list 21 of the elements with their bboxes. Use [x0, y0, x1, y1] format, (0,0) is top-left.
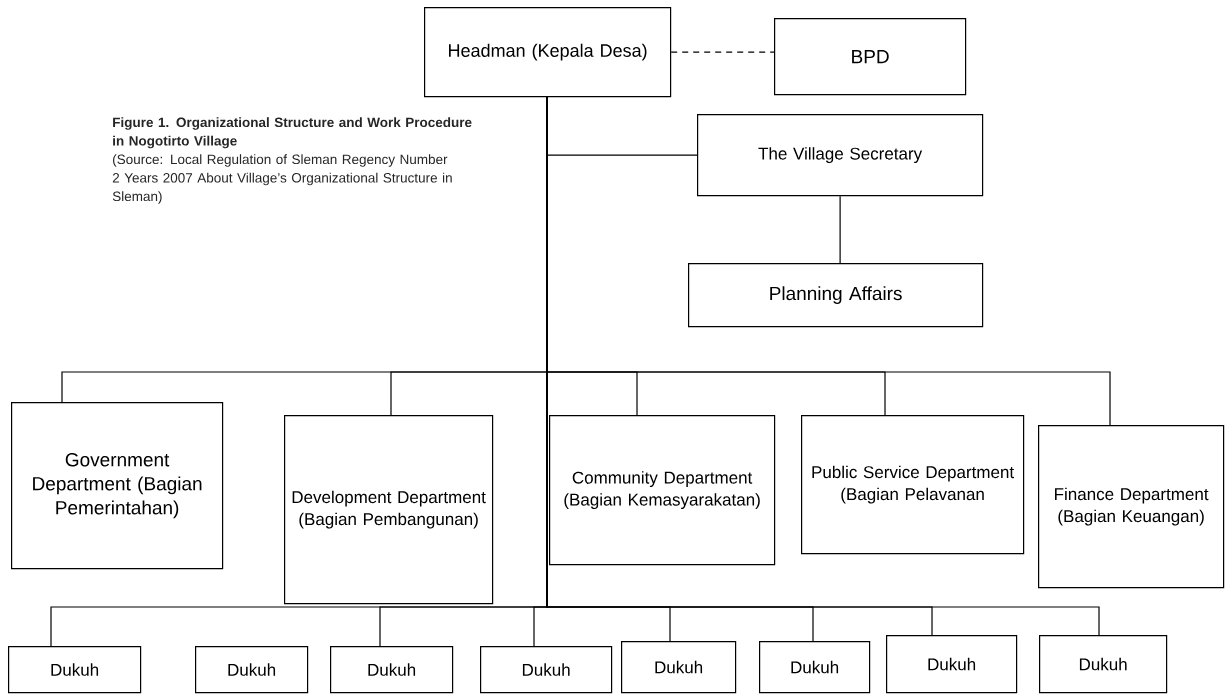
connector-line [546, 96, 1100, 636]
connector-line [670, 51, 775, 53]
dukuh-box: Dukuh [621, 641, 737, 694]
department-box: Public Service Department (Bagian Pelavanan [801, 415, 1025, 555]
dukuh-box: Dukuh [330, 646, 454, 694]
org-box: Planning Affairs [688, 263, 984, 328]
dukuh-box: Dukuh [886, 635, 1018, 694]
org-box: BPD [774, 18, 967, 96]
department-box: Finance Department (Bagian Keuangan) [1038, 425, 1225, 589]
department-box: Development Department (Bagian Pembangunan) [284, 415, 494, 605]
dukuh-box: Dukuh [759, 641, 871, 694]
org-box: Headman (Kepala Desa) [424, 7, 672, 98]
dukuh-box: Dukuh [195, 646, 309, 694]
dukuh-box: Dukuh [1039, 635, 1168, 694]
figure-caption: Figure 1. Organizational Structure and Work Procedure in Nogotirto Village (Source: Local Regulation of Sleman Regency Number 2 Years 2007 About Village’s Organizational Structure in Sleman) [112, 117, 472, 204]
connector-line [839, 195, 841, 264]
department-box: Government Department (Bagian Pemerintahan) [11, 402, 224, 570]
dukuh-box: Dukuh [8, 646, 142, 694]
department-box: Community Department (Bagian Kemasyarakatan) [549, 415, 776, 566]
dukuh-box: Dukuh [480, 646, 613, 694]
org-box: The Village Secretary [697, 114, 984, 197]
